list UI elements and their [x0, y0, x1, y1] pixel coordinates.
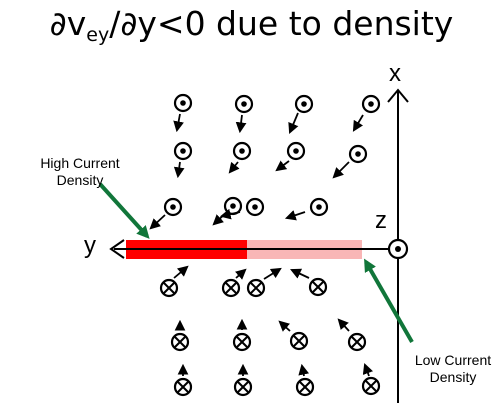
- flow-vector-arrow: [173, 161, 185, 179]
- out-of-page-marker-icon: [294, 94, 314, 114]
- flow-vector-arrow: [337, 318, 350, 332]
- y-axis-arrowhead: [109, 239, 125, 259]
- flow-vector-arrow: [288, 112, 299, 134]
- into-page-marker-icon: [246, 278, 266, 298]
- z-axis-label: z: [375, 207, 387, 234]
- high-current-density-label: High Current Density: [20, 155, 140, 189]
- into-page-marker-icon: [170, 332, 190, 352]
- out-of-page-marker-icon: [245, 197, 265, 217]
- into-page-marker-icon: [361, 376, 381, 396]
- out-of-page-marker-icon: [348, 144, 368, 164]
- flow-vector-arrow: [173, 265, 189, 279]
- high-label-line-2: Density: [56, 172, 104, 188]
- flow-vector-arrow: [263, 267, 282, 280]
- out-of-page-marker-icon: [286, 141, 306, 161]
- into-page-marker-icon: [221, 278, 241, 298]
- into-page-marker-icon: [173, 377, 193, 397]
- x-axis-arrowhead: [387, 88, 409, 103]
- out-of-page-marker-icon: [361, 94, 381, 114]
- out-of-page-marker-icon: [163, 197, 183, 217]
- flow-vector-arrow: [284, 210, 306, 221]
- flow-vector-arrow: [235, 114, 247, 134]
- into-page-marker-icon: [289, 331, 309, 351]
- field-markers: [149, 93, 381, 397]
- low-label-line-1: Low Current: [414, 352, 492, 368]
- y-axis-label: y: [84, 232, 96, 259]
- flow-vector-arrow: [219, 208, 241, 220]
- title-prefix: ∂v: [49, 4, 87, 43]
- flow-vector-arrow: [298, 363, 309, 377]
- flow-vector-arrow: [332, 161, 350, 179]
- title-subscript: ey: [86, 24, 110, 46]
- into-page-marker-icon: [308, 277, 328, 297]
- low-density-pointer-arrow: [364, 258, 414, 343]
- title-suffix: /∂y<0 due to density: [109, 4, 454, 43]
- low-current-density-label: Low Current Density: [398, 352, 503, 386]
- diagram-title: ∂vey/∂y<0 due to density: [0, 4, 503, 46]
- into-page-marker-icon: [232, 332, 252, 352]
- into-page-marker-icon: [159, 278, 179, 298]
- z-axis-symbol-icon: [387, 238, 409, 260]
- out-of-page-marker-icon: [309, 197, 329, 217]
- high-label-line-1: High Current: [40, 155, 120, 171]
- flow-vector-arrow: [362, 362, 374, 377]
- out-of-page-marker-icon: [173, 141, 193, 161]
- x-axis-label: x: [389, 60, 401, 87]
- flow-vector-arrow: [173, 113, 184, 133]
- flow-vector-arrow: [228, 161, 240, 174]
- into-page-marker-icon: [295, 377, 315, 397]
- out-of-page-marker-icon: [232, 141, 252, 161]
- out-of-page-marker-icon: [234, 94, 254, 114]
- flow-vector-arrow: [234, 268, 247, 280]
- flow-vector-arrow: [278, 320, 291, 332]
- flow-vector-arrow: [290, 268, 310, 279]
- low-label-line-2: Density: [429, 369, 477, 385]
- flow-vector-arrow: [352, 114, 364, 132]
- out-of-page-marker-icon: [173, 93, 193, 113]
- flow-vector-arrow: [275, 160, 290, 172]
- flow-vector-arrow: [149, 214, 166, 230]
- into-page-marker-icon: [347, 332, 367, 352]
- high-density-pointer-arrow: [98, 182, 150, 239]
- into-page-marker-icon: [233, 377, 253, 397]
